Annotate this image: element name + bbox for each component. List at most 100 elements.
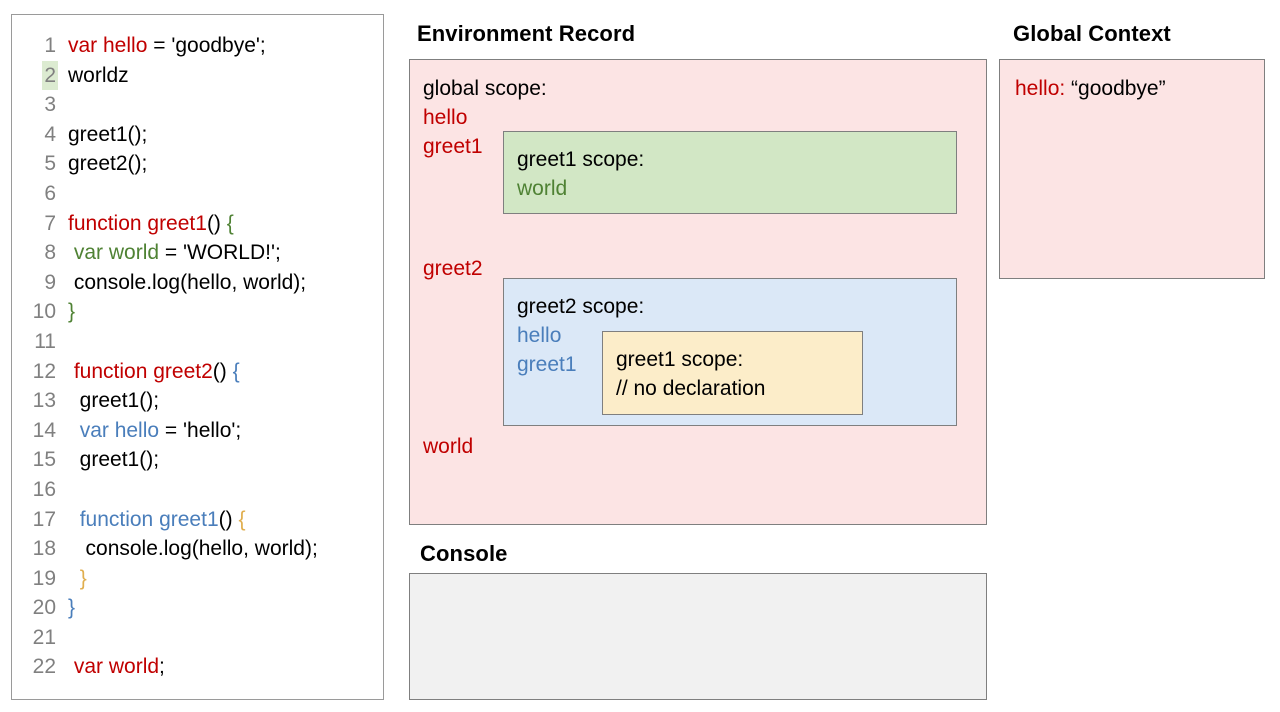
code-line[interactable]: 4 greet1(); xyxy=(12,120,383,150)
code-token: var world xyxy=(73,655,160,679)
code-line[interactable]: 10} xyxy=(12,297,383,327)
greet2-scope-variable-list: hello greet1 xyxy=(517,324,577,376)
code-line-text: greet1(); xyxy=(58,445,159,475)
code-token: function greet1 xyxy=(79,507,219,531)
line-number-gutter: 1 xyxy=(44,34,56,57)
code-token: function greet2 xyxy=(73,359,213,383)
line-number-gutter: 15 xyxy=(32,448,56,472)
line-number-gutter: 3 xyxy=(44,93,56,117)
code-line[interactable]: 17 function greet1() { xyxy=(12,505,383,535)
code-line[interactable]: 13 greet1(); xyxy=(12,386,383,416)
code-token: () xyxy=(218,507,239,531)
code-line[interactable]: 11 xyxy=(12,327,383,357)
code-token: } xyxy=(68,596,76,620)
code-token: worldz xyxy=(68,63,129,87)
code-line-text: } xyxy=(58,564,87,594)
line-number-gutter: 17 xyxy=(32,507,56,531)
code-line-text: greet2(); xyxy=(58,149,147,179)
code-token: var hello xyxy=(79,418,160,442)
line-number-gutter: 20 xyxy=(32,596,56,620)
code-line-text: worldz xyxy=(58,61,129,91)
line-number-gutter: 10 xyxy=(32,300,56,324)
line-number-gutter: 21 xyxy=(32,625,56,649)
global-context-heading: Global Context xyxy=(1013,21,1171,46)
greet1-scope-label: greet1 scope: xyxy=(517,148,645,171)
line-number-gutter: 5 xyxy=(44,152,56,176)
code-line[interactable]: 3 xyxy=(12,90,383,120)
environment-record-global-scope-box: global scope: hello greet1 greet2 world … xyxy=(409,59,987,525)
code-token: greet2(); xyxy=(68,152,148,176)
line-number-gutter: 14 xyxy=(32,418,56,442)
code-line-text: var hello = 'hello'; xyxy=(58,416,242,446)
code-token: function greet1 xyxy=(68,211,207,235)
code-line[interactable]: 2 worldz xyxy=(12,60,383,91)
code-token: ; xyxy=(159,655,165,679)
code-line[interactable]: 12 function greet2() { xyxy=(12,357,383,387)
line-number-gutter: 7 xyxy=(44,211,56,235)
code-line-text: function greet1() { xyxy=(58,209,234,239)
code-line-text: } xyxy=(58,593,75,623)
code-line[interactable]: 1 var hello = 'goodbye'; xyxy=(12,31,383,61)
code-line[interactable]: 8 var world = 'WORLD!'; xyxy=(12,238,383,268)
code-token: { xyxy=(226,211,234,235)
console-output-box[interactable] xyxy=(409,573,987,700)
code-token: greet1(); xyxy=(68,122,148,146)
greet1-scope-box: greet1 scope: world xyxy=(503,131,957,214)
line-number-gutter: 13 xyxy=(32,389,56,413)
code-line[interactable]: 18 console.log(hello, world); xyxy=(12,534,383,564)
code-line[interactable]: 5 greet2(); xyxy=(12,149,383,179)
line-number-gutter: 18 xyxy=(32,537,56,561)
code-line[interactable]: 16 xyxy=(12,475,383,505)
code-line[interactable]: 9 console.log(hello, world); xyxy=(12,268,383,298)
code-line[interactable]: 19 } xyxy=(12,564,383,594)
global-context-entry-value: “goodbye” xyxy=(1071,77,1166,100)
environment-record-heading: Environment Record xyxy=(417,21,636,46)
code-token: var hello xyxy=(68,34,148,57)
inner-greet1-scope-box: greet1 scope: // no declaration xyxy=(602,331,863,415)
line-number-gutter: 6 xyxy=(44,181,56,205)
line-number-gutter: 2 xyxy=(12,60,58,91)
greet1-scope-variable-list: world xyxy=(517,177,568,200)
line-number-gutter: 8 xyxy=(44,241,56,265)
code-line-text: var world; xyxy=(58,652,165,682)
code-line[interactable]: 6 xyxy=(12,179,383,209)
greet2-scope-box: greet2 scope: hello greet1 greet1 scope:… xyxy=(503,278,957,426)
code-line-text: var world = 'WORLD!'; xyxy=(58,238,281,268)
code-token: console.log(hello, world); xyxy=(73,270,307,294)
code-token: () xyxy=(206,211,227,235)
code-editor-panel[interactable]: 1 var hello = 'goodbye'; 2 worldz 3 4 greet1()… xyxy=(11,14,384,700)
code-token: greet1(); xyxy=(73,448,160,472)
code-line[interactable]: 14 var hello = 'hello'; xyxy=(12,416,383,446)
global-context-entry: hello: “goodbye” xyxy=(1015,74,1166,103)
code-line[interactable]: 22 var world; xyxy=(12,652,383,682)
line-number-gutter: 11 xyxy=(34,329,56,353)
code-token: = 'WORLD!'; xyxy=(159,241,281,265)
code-token: { xyxy=(238,507,246,531)
line-number-gutter: 16 xyxy=(32,477,56,501)
code-token: { xyxy=(232,359,240,383)
code-line-text: } xyxy=(58,297,75,327)
code-token: = 'goodbye'; xyxy=(147,34,266,57)
code-token: } xyxy=(79,566,87,590)
code-line-text: greet1(); xyxy=(58,386,159,416)
code-line[interactable]: 20} xyxy=(12,593,383,623)
code-line-list: 1 var hello = 'goodbye'; 2 worldz 3 4 greet1()… xyxy=(12,31,383,682)
line-number-gutter: 4 xyxy=(44,122,56,146)
code-token: console.log(hello, world); xyxy=(73,537,318,561)
code-line-text: function greet1() { xyxy=(58,505,246,535)
code-line-text: function greet2() { xyxy=(58,357,240,387)
code-line[interactable]: 15 greet1(); xyxy=(12,445,383,475)
code-line-text: console.log(hello, world); xyxy=(58,268,306,298)
line-number-gutter: 19 xyxy=(32,566,56,590)
code-line[interactable]: 21 xyxy=(12,623,383,653)
line-number-gutter: 22 xyxy=(32,655,56,679)
code-line-text: console.log(hello, world); xyxy=(58,534,318,564)
line-number-gutter: 12 xyxy=(32,359,56,383)
line-number-gutter: 9 xyxy=(44,270,56,294)
code-token: greet1(); xyxy=(73,389,160,413)
code-token: = 'hello'; xyxy=(159,418,242,442)
code-line-text: greet1(); xyxy=(58,120,147,150)
code-token: var world xyxy=(73,241,160,265)
inner-greet1-scope-comment: // no declaration xyxy=(616,377,766,400)
